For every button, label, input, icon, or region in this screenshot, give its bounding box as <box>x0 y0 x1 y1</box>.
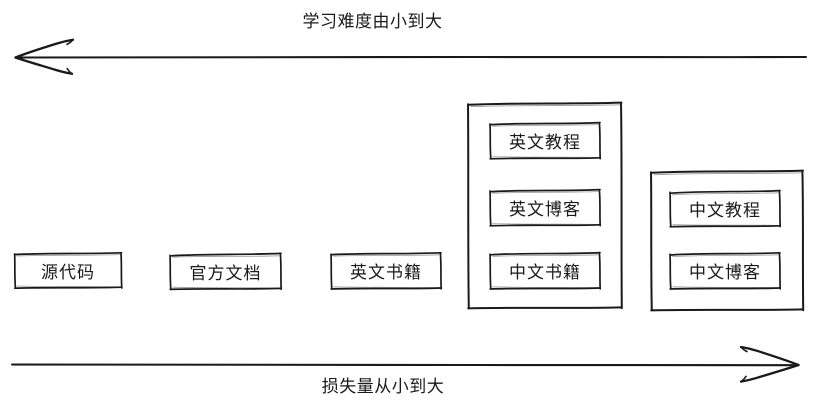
node-source-code[interactable]: 源代码 <box>14 253 122 289</box>
node-english-tutorials[interactable]: 英文教程 <box>490 123 600 159</box>
node-label: 中文教程 <box>689 200 761 221</box>
top-axis-arrowhead <box>14 38 75 75</box>
bottom-axis-line <box>10 363 800 367</box>
top-axis-line <box>14 55 808 59</box>
node-official-docs[interactable]: 官方文档 <box>170 254 281 290</box>
node-label: 官方文档 <box>189 263 262 284</box>
bottom-axis-label: 损失量从小到大 <box>321 377 445 397</box>
node-label: 中文博客 <box>689 262 761 283</box>
node-english-books[interactable]: 英文书籍 <box>331 253 441 289</box>
node-label: 中文书籍 <box>509 262 581 283</box>
top-axis-label: 学习难度由小到大 <box>302 12 443 32</box>
node-label: 英文博客 <box>509 199 581 220</box>
node-label: 源代码 <box>41 262 95 283</box>
node-label: 英文书籍 <box>350 262 422 283</box>
node-chinese-blogs[interactable]: 中文博客 <box>670 253 780 289</box>
node-chinese-tutorials[interactable]: 中文教程 <box>670 191 780 227</box>
node-label: 英文教程 <box>509 132 581 153</box>
node-chinese-books[interactable]: 中文书籍 <box>490 253 600 289</box>
node-english-blogs[interactable]: 英文博客 <box>490 190 600 226</box>
